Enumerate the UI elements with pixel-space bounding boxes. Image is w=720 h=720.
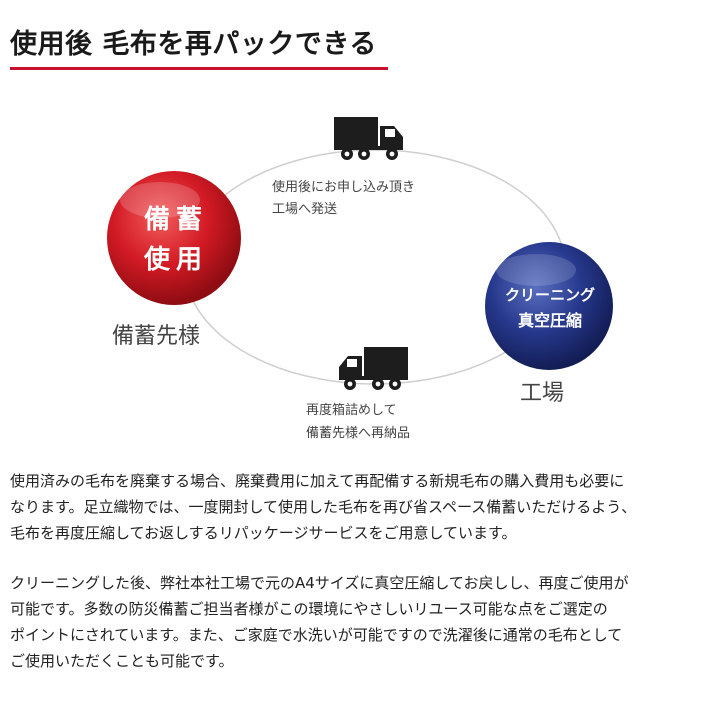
paragraph-line: 使用済みの毛布を廃棄する場合、廃棄費用に加えて再配備する新規毛布の購入費用も必要… bbox=[10, 472, 625, 490]
factory-circle-line1: クリーニング bbox=[505, 286, 595, 304]
factory-circle-line2: 真空圧縮 bbox=[518, 311, 582, 330]
paragraph-line: クリーニングした後、弊社本社工場で元のA4サイズに真空圧縮してお戻しし、再度ご使… bbox=[10, 574, 629, 592]
factory-label: 工場 bbox=[520, 381, 564, 406]
stockpile-circle-line2: 使用 bbox=[143, 245, 208, 275]
return-caption-line2: 備蓄先様へ再納品 bbox=[306, 425, 410, 441]
return-caption-line1: 再度箱詰めして bbox=[306, 402, 397, 418]
title-underline bbox=[10, 67, 388, 70]
description-paragraph-2: クリーニングした後、弊社本社工場で元のA4サイズに真空圧縮してお戻しし、再度ご使… bbox=[10, 570, 710, 674]
outbound-caption-line1: 使用後にお申し込み頂き bbox=[272, 179, 415, 195]
stockpile-use-circle: 備蓄 使用 bbox=[107, 171, 241, 305]
outbound-caption-line2: 工場へ発送 bbox=[272, 202, 337, 217]
cleaning-compression-circle: クリーニング 真空圧縮 bbox=[485, 242, 613, 370]
truck-icon bbox=[334, 117, 403, 160]
paragraph-line: ポイントにされています。また、ご家庭で水洗いが可能ですので洗濯後に通常の毛布とし… bbox=[10, 626, 623, 644]
paragraph-line: なります。足立織物では、一度開封して使用した毛布を再び省スペース備蓄いただけるよ… bbox=[10, 498, 637, 516]
stockpile-circle-line1: 備蓄 bbox=[144, 204, 208, 235]
truck-icon bbox=[339, 347, 408, 390]
paragraph-line: 毛布を再度圧縮してお返しするリパッケージサービスをご用意しています。 bbox=[10, 524, 517, 542]
paragraph-line: 可能です。多数の防災備蓄ご担当者様がこの環境にやさしいリユース可能な点をご選定の bbox=[10, 600, 608, 618]
description-paragraph-1: 使用済みの毛布を廃棄する場合、廃棄費用に加えて再配備する新規毛布の購入費用も必要… bbox=[10, 468, 710, 546]
recycle-cycle-diagram: 備蓄 使用 クリーニング 真空圧縮 備蓄先様 工場 使用後にお申し込み頂き 工場… bbox=[107, 117, 613, 441]
stockpile-label: 備蓄先様 bbox=[112, 324, 200, 349]
paragraph-line: ご使用いただくことも可能です。 bbox=[10, 652, 234, 670]
page-title: 使用後 毛布を再パックできる bbox=[10, 29, 377, 60]
